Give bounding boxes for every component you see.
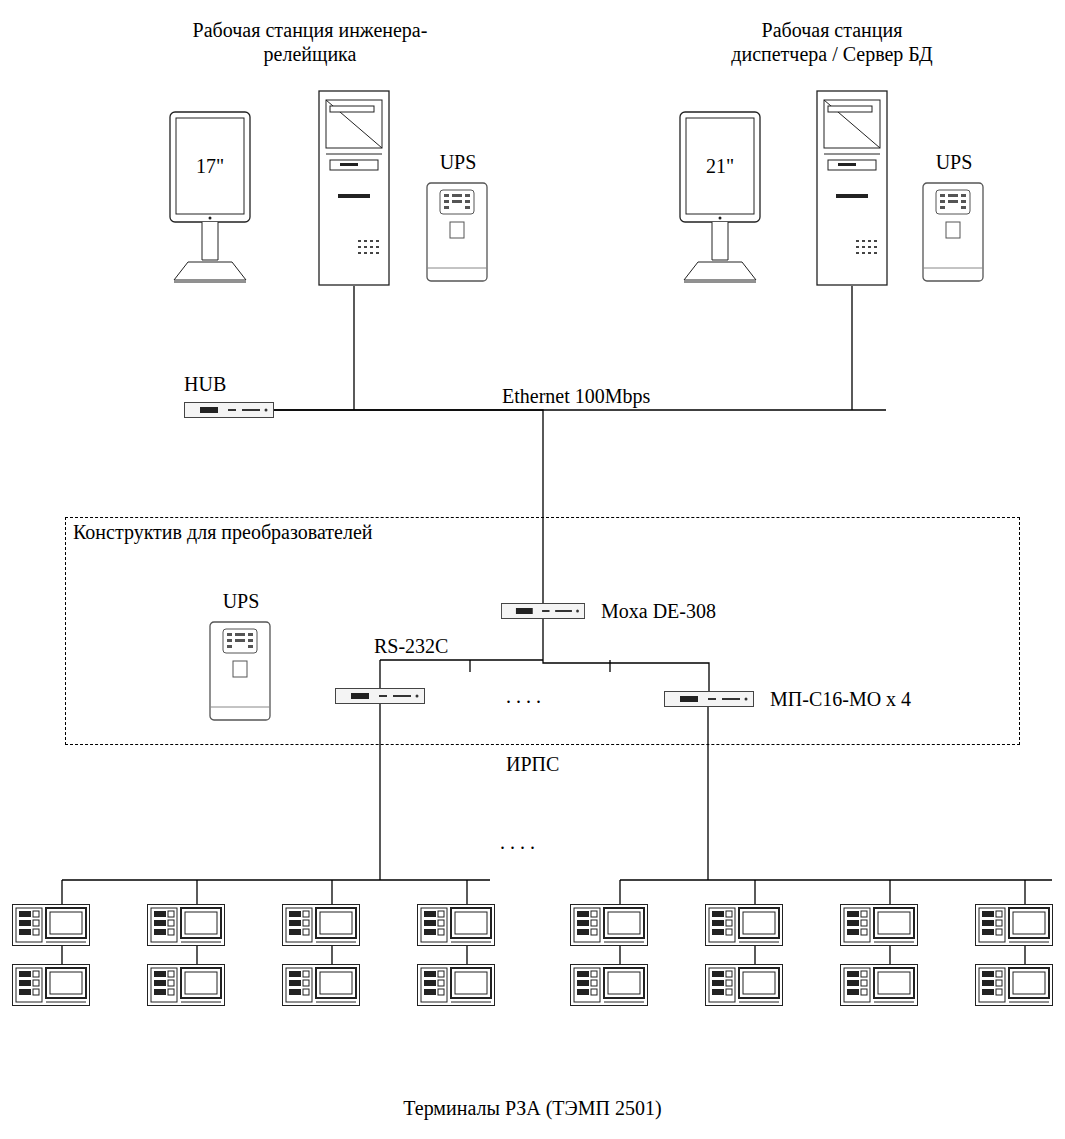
bus-label: Ethernet 100Mbps <box>502 384 650 408</box>
device-icon <box>501 603 585 619</box>
node-label: UPS <box>922 150 986 174</box>
ups-icon <box>426 182 488 282</box>
relay-terminal <box>841 905 918 946</box>
caption: Рабочая станция диспетчера / Сервер БД <box>714 18 950 66</box>
relay-terminal <box>976 965 1053 1006</box>
monitor-icon <box>678 110 762 290</box>
relay-terminal <box>418 905 495 946</box>
node-label: UPS <box>209 589 273 613</box>
converter-device: МП-С16-МО х 4 <box>664 687 911 711</box>
monitor: 21" <box>678 110 762 290</box>
network-link <box>543 619 709 691</box>
relay-terminal <box>13 965 90 1006</box>
ups-icon <box>922 182 984 282</box>
relay-terminal <box>283 905 360 946</box>
relay-terminal <box>418 965 495 1006</box>
ellipsis: . . . . <box>506 684 541 708</box>
ellipsis: . . . . <box>500 830 535 854</box>
relay-terminals <box>13 880 1053 1006</box>
relay-terminal <box>706 965 783 1006</box>
node-label: UPS <box>426 150 490 174</box>
node-label: 17" <box>196 154 224 178</box>
hub-device: HUB <box>184 372 274 418</box>
node-label: Конструктив для преобразователей <box>73 520 372 544</box>
relay-terminal <box>13 905 90 946</box>
node-label: Moxa DE-308 <box>601 599 716 623</box>
relay-terminal <box>571 905 648 946</box>
relay-terminal <box>148 965 225 1006</box>
ups-unit: UPS <box>922 150 986 282</box>
relay-terminal <box>283 965 360 1006</box>
monitor: 17" <box>168 110 252 290</box>
relay-terminal <box>148 905 225 946</box>
relay-terminal <box>706 905 783 946</box>
node-label: HUB <box>184 372 274 396</box>
converter-device <box>336 689 425 704</box>
converter-cabinet: Конструктив для преобразователейUPS Moxa … <box>65 517 1020 745</box>
interface-label: RS-232C <box>374 634 448 658</box>
converter-device: Moxa DE-308 <box>501 599 716 623</box>
ups-unit: UPS <box>426 150 490 282</box>
computer-tower <box>319 91 389 285</box>
device-icon <box>184 402 274 418</box>
monitor-icon <box>168 110 252 290</box>
computer-tower <box>817 91 887 285</box>
node-label: 21" <box>706 154 734 178</box>
ups-unit: UPS <box>209 589 273 721</box>
ups-icon <box>209 621 271 721</box>
caption: Рабочая станция инженера-релейщика <box>192 18 428 66</box>
node-label: МП-С16-МО х 4 <box>770 687 911 711</box>
interface-label: ИРПС <box>506 752 559 776</box>
relay-terminal <box>976 905 1053 946</box>
caption: Терминалы РЗА (ТЭМП 2501) <box>0 1096 1065 1120</box>
device-icon <box>664 691 754 707</box>
relay-terminal <box>571 965 648 1006</box>
relay-terminal <box>841 965 918 1006</box>
network-link <box>274 410 543 603</box>
network-wires <box>272 286 886 880</box>
